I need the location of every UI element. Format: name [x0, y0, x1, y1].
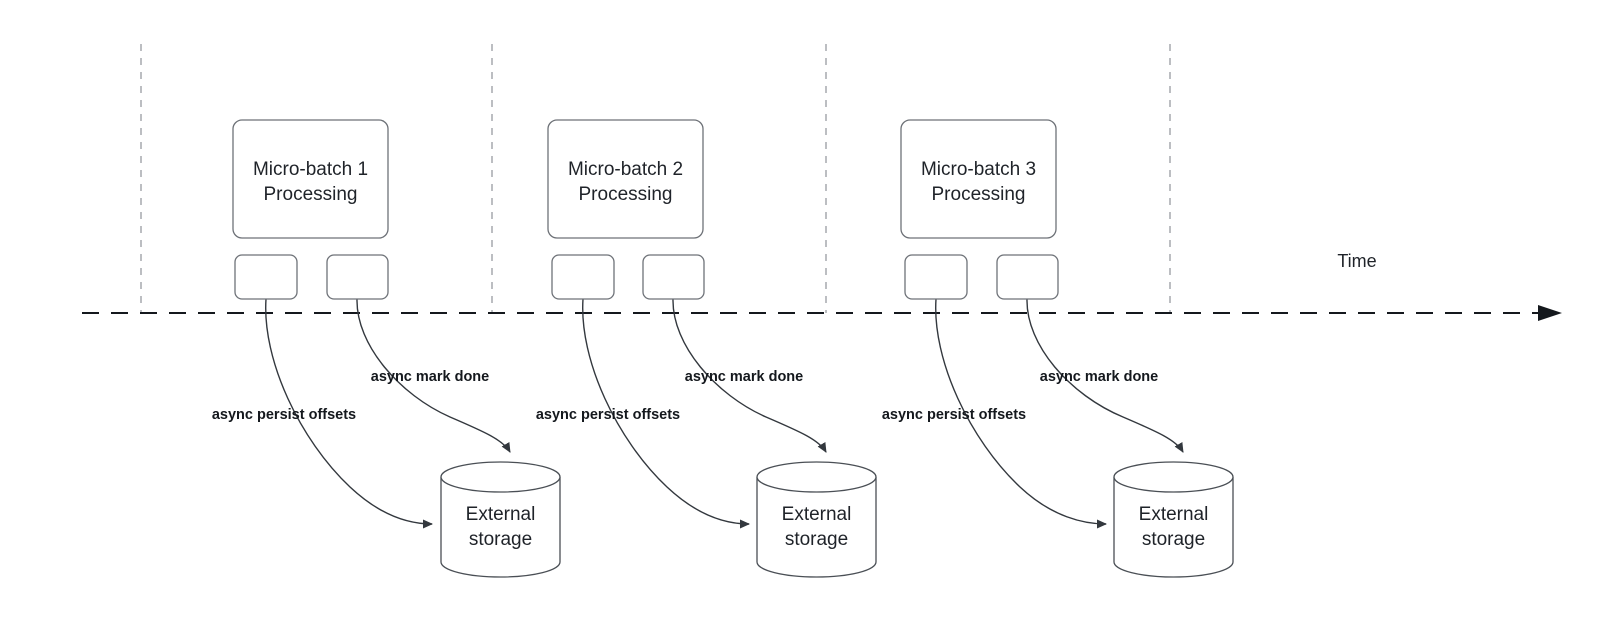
- edge-label-persist-offsets-2: async persist offsets: [536, 407, 680, 423]
- time-axis-label: Time: [1337, 251, 1376, 271]
- batch-label-line2-group-3: Processing: [932, 184, 1026, 205]
- storage-label-line2-group-2: storage: [785, 529, 848, 550]
- storage-label-line2-group-3: storage: [1142, 529, 1205, 550]
- edge-persist-offsets-2: [582, 298, 750, 529]
- edge-label-mark-done-3: async mark done: [1040, 369, 1158, 385]
- edge-label-persist-offsets-3: async persist offsets: [882, 407, 1026, 423]
- storage-cylinder-top-ellipse-group-1: [440, 476, 561, 493]
- edge-label-mark-done-2: async mark done: [685, 369, 803, 385]
- edge-persist-offsets-1: [265, 298, 433, 529]
- batch-label-line2-group-1: Processing: [264, 184, 358, 205]
- storage-cylinder-body-group-1[interactable]: [440, 461, 561, 578]
- task-box-task-3a[interactable]: [904, 254, 968, 300]
- edge-label-persist-offsets-1: async persist offsets: [212, 407, 356, 423]
- batch-box-group-3[interactable]: [900, 119, 1057, 239]
- batch-label-line1-group-1: Micro-batch 1: [253, 159, 368, 180]
- task-box-task-3b[interactable]: [996, 254, 1059, 300]
- storage-label-line2-group-1: storage: [469, 529, 532, 550]
- storage-label-line1-group-3: External: [1139, 504, 1209, 525]
- storage-cylinder-top-ellipse-group-3: [1113, 476, 1234, 493]
- batch-box-group-2[interactable]: [547, 119, 704, 239]
- storage-cylinder-body-group-3[interactable]: [1113, 461, 1234, 578]
- task-box-task-1b[interactable]: [326, 254, 389, 300]
- edge-mark-done-1: [356, 298, 511, 453]
- batch-label-line1-group-2: Micro-batch 2: [568, 159, 683, 180]
- batch-box-group-1[interactable]: [232, 119, 389, 239]
- storage-cylinder-body-group-2[interactable]: [756, 461, 877, 578]
- edge-mark-done-3: [1026, 298, 1184, 453]
- task-box-task-2a[interactable]: [551, 254, 615, 300]
- edge-persist-offsets-3: [935, 298, 1107, 529]
- storage-cylinder-top-ellipse-group-2: [756, 476, 877, 493]
- task-box-task-2b[interactable]: [642, 254, 705, 300]
- storage-label-line1-group-1: External: [466, 504, 536, 525]
- edge-mark-done-2: [672, 298, 827, 453]
- edge-label-mark-done-1: async mark done: [371, 369, 489, 385]
- storage-label-line1-group-2: External: [782, 504, 852, 525]
- task-box-task-1a[interactable]: [234, 254, 298, 300]
- batch-label-line2-group-2: Processing: [579, 184, 673, 205]
- time-axis-arrowhead-icon: [1538, 305, 1562, 321]
- batch-label-line1-group-3: Micro-batch 3: [921, 159, 1036, 180]
